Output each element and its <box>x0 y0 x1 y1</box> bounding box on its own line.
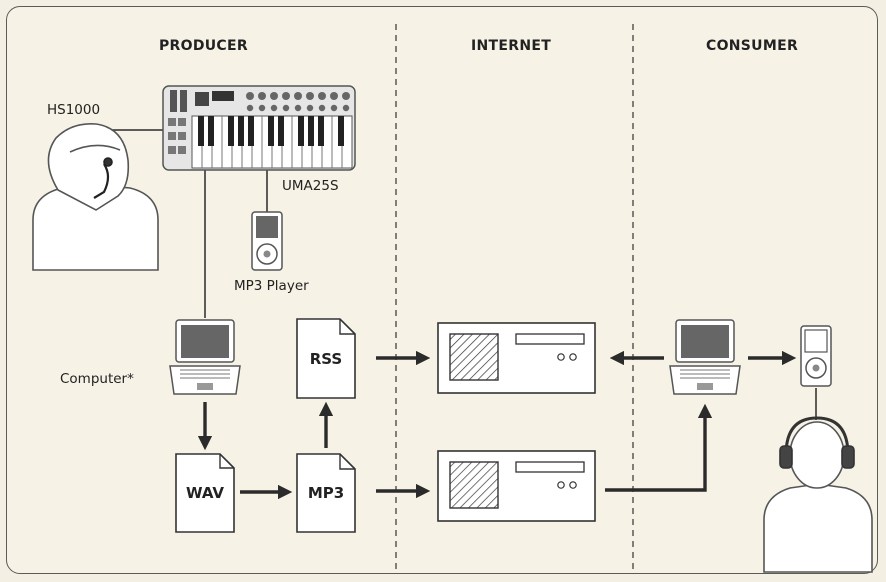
column-header-internet: INTERNET <box>471 38 552 54</box>
mp3-server-icon <box>437 450 596 522</box>
producer-mp3-player-icon <box>251 211 283 271</box>
computer-label: Computer* <box>60 371 134 387</box>
producer-person-icon <box>32 122 159 271</box>
mp3-file-icon <box>296 453 356 533</box>
keyboard-label: UMA25S <box>282 178 339 194</box>
wav-file-icon <box>175 453 235 533</box>
rss-file-label: RSS <box>309 350 343 368</box>
producer-laptop-icon <box>169 319 241 395</box>
consumer-laptop-icon <box>669 319 741 395</box>
consumer-person-icon <box>763 416 873 573</box>
wav-file-label: WAV <box>185 484 225 502</box>
column-header-producer: PRODUCER <box>159 38 248 54</box>
rss-file-fold <box>339 319 355 335</box>
mp3-file-fold <box>339 454 355 470</box>
rss-server-icon <box>437 322 596 394</box>
consumer-mp3-player-icon <box>800 325 832 387</box>
headset-label: HS1000 <box>47 102 101 118</box>
rss-file-icon <box>296 318 356 399</box>
mp3-file-label: MP3 <box>307 484 345 502</box>
arrow-mp3-server-to-consumer <box>605 403 713 492</box>
player-label: MP3 Player <box>234 278 309 294</box>
wav-file-fold <box>219 454 234 469</box>
column-header-consumer: CONSUMER <box>706 38 799 54</box>
uma25s-keyboard-icon <box>162 85 356 171</box>
